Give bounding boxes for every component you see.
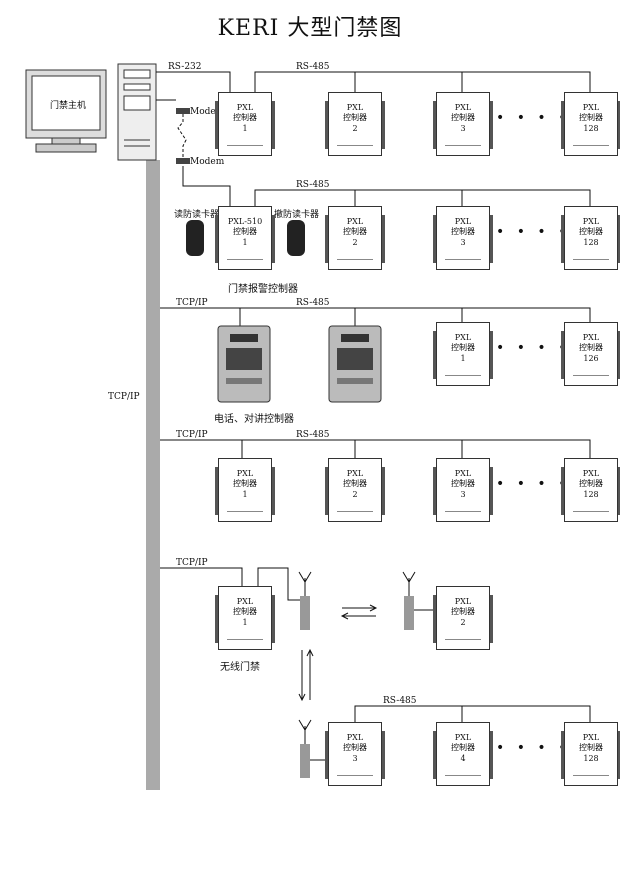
rs485-label-row6: RS-485 xyxy=(383,696,417,706)
reader-in-shape xyxy=(186,220,204,256)
alarm-controller-caption: 门禁报警控制器 xyxy=(228,284,298,295)
tcpip-label-row4: TCP/IP xyxy=(176,430,208,440)
server-tower xyxy=(117,63,157,161)
rs485-label-row1: RS-485 xyxy=(296,62,330,72)
rs485-label-row4: RS-485 xyxy=(296,430,330,440)
modem-label-2: Modem xyxy=(190,157,225,167)
rs485-label-row2: RS-485 xyxy=(296,180,330,190)
tcpip-backbone xyxy=(146,160,160,790)
reader-out-label: 撤防读卡器 xyxy=(274,210,320,220)
reader-out-shape xyxy=(287,220,305,256)
reader-in-label: 读防读卡器 xyxy=(174,210,220,220)
wireless-caption: 无线门禁 xyxy=(220,662,260,673)
intercom-panel-2 xyxy=(328,325,382,403)
rs232-label: RS-232 xyxy=(168,62,202,72)
rs485-label-row3: RS-485 xyxy=(296,298,330,308)
modem-label-1: Modem xyxy=(190,107,225,117)
tcpip-label-row5: TCP/IP xyxy=(176,558,208,568)
host-screen-label: 门禁主机 xyxy=(50,101,87,111)
intercom-panel-1 xyxy=(217,325,271,403)
diagram-title: KERI 大型门禁图 xyxy=(217,16,403,41)
intercom-caption: 电话、对讲控制器 xyxy=(214,414,294,425)
tcpip-label-row3: TCP/IP xyxy=(176,298,208,308)
backbone-label: TCP/IP xyxy=(108,392,140,402)
